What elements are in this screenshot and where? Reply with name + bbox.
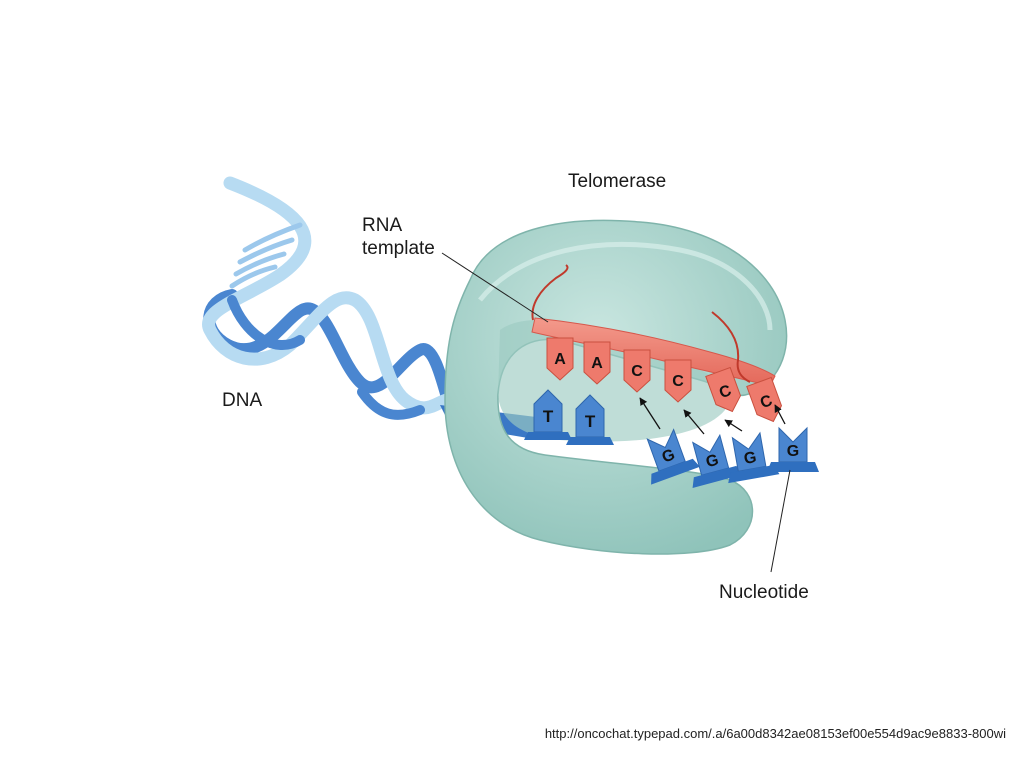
nucleotide-letter: G [660, 446, 678, 466]
rna-base: C [746, 376, 783, 423]
dna-base: T [566, 394, 614, 445]
nucleotide: G [724, 419, 780, 484]
nucleotide: G [683, 409, 743, 488]
rna-base: A [583, 341, 611, 385]
rna-base: C [664, 359, 692, 403]
nucleotide-arrow [639, 397, 661, 430]
nucleotide-arrow [774, 404, 786, 425]
dna-coil [229, 222, 303, 289]
rna-end-right [711, 311, 751, 383]
rna-base: C [705, 366, 742, 413]
nucleotide: G [767, 404, 819, 472]
dna-base: T [524, 389, 572, 440]
nucleotide-letter: G [787, 443, 799, 460]
source-url: http://oncochat.typepad.com/.a/6a00d8342… [544, 726, 1006, 741]
telomerase-label: Telomerase [568, 171, 666, 192]
nucleotide-label: Nucleotide [719, 582, 809, 603]
rna-base-letter: A [554, 351, 566, 368]
rna-base-letter: C [672, 373, 684, 390]
dna-base-letter: T [543, 407, 554, 426]
nucleotide-letter: G [704, 452, 720, 472]
rna-template-pointer [441, 252, 549, 323]
rna-base-letter: A [591, 355, 603, 372]
rna-base-letter: C [631, 363, 643, 380]
rna-template-label-line2: template [362, 238, 435, 259]
rna-base: A [546, 337, 574, 381]
nucleotide-pointer [770, 469, 791, 573]
nucleotide: G [639, 397, 700, 485]
rna-base: C [623, 349, 651, 393]
nucleotide-arrow [683, 409, 705, 435]
rna-end-left [531, 264, 569, 321]
nucleotide-arrow [724, 419, 743, 432]
rna-template-label-line1: RNA [362, 215, 402, 236]
telomerase-body [444, 219, 788, 555]
nucleotide-letter: G [743, 449, 758, 468]
dna-label: DNA [222, 390, 262, 411]
dna-strand-light [202, 176, 462, 415]
dna-base-letter: T [585, 412, 596, 431]
